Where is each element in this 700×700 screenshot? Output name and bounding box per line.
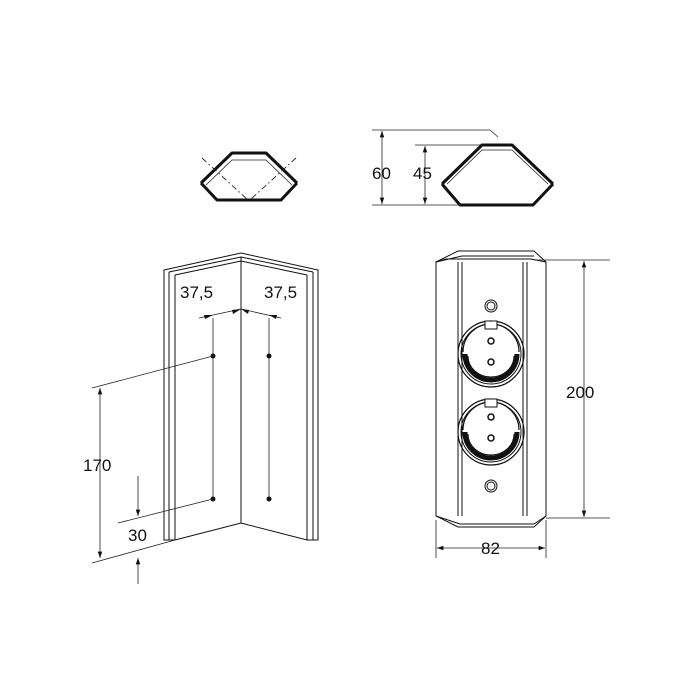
dim-37-5-left-label: 37,5 <box>180 283 213 302</box>
mounting-hole-right-top <box>266 353 272 359</box>
screw-bottom-inner <box>486 481 496 491</box>
front-view-sockets: 200 82 <box>435 250 610 558</box>
back-view-mounting: 37,5 37,5 170 30 <box>83 252 319 584</box>
dim-60-label: 60 <box>372 164 391 183</box>
mounting-hole-right-bottom <box>266 496 272 502</box>
cross-section-top-view <box>199 151 299 202</box>
dim-45-label: 45 <box>413 164 432 183</box>
screw-top-inner <box>486 301 496 311</box>
socket-lower-icon <box>457 398 525 466</box>
cross-section-dimensioned: 60 45 <box>372 129 555 207</box>
dim-30-label: 30 <box>128 526 147 545</box>
dim-82-label: 82 <box>481 539 500 558</box>
screw-bottom-icon <box>484 479 498 493</box>
dim-170-label: 170 <box>83 456 111 475</box>
socket-upper-icon <box>457 320 525 388</box>
screw-top-icon <box>484 299 498 313</box>
dim-37-5-right-label: 37,5 <box>264 283 297 302</box>
dim-200-label: 200 <box>566 383 594 402</box>
